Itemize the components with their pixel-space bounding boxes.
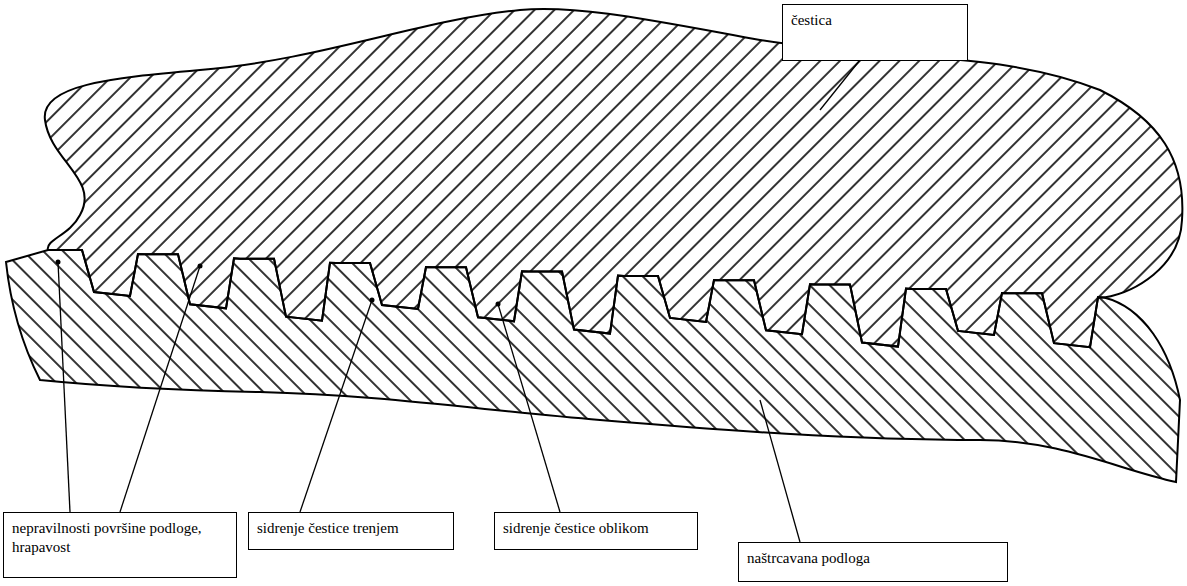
leader-line — [300, 300, 372, 512]
leader-line — [498, 304, 560, 512]
leader-line — [120, 266, 200, 512]
label-box: sidrenje čestice oblikom — [494, 512, 698, 550]
leader-dot — [496, 302, 501, 307]
label-text: nepravilnosti površine podloge, hrapavos… — [12, 519, 228, 557]
leader-line — [760, 400, 800, 542]
label-text: naštrcavana podloga — [747, 549, 999, 568]
leader-lines — [58, 60, 860, 542]
leader-dot — [198, 264, 203, 269]
label-box: čestica — [782, 4, 968, 61]
particle-body — [45, 9, 1183, 347]
leader-dot — [370, 298, 375, 303]
leader-dots — [56, 260, 501, 307]
label-text: čestica — [791, 11, 959, 30]
leader-line — [58, 262, 70, 512]
label-box: sidrenje čestice trenjem — [248, 512, 454, 550]
label-box: naštrcavana podloga — [738, 542, 1008, 582]
label-text: sidrenje čestice trenjem — [257, 519, 445, 538]
leader-line — [820, 60, 860, 110]
label-text: sidrenje čestice oblikom — [503, 519, 689, 538]
label-box: nepravilnosti površine podloge, hrapavos… — [3, 512, 237, 578]
leader-dot — [56, 260, 61, 265]
